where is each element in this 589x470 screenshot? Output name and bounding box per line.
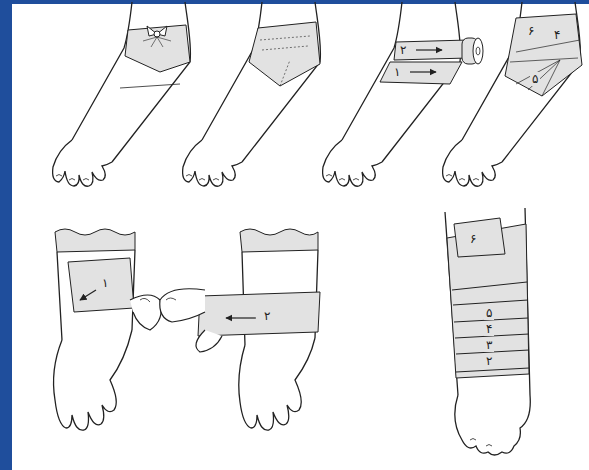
callout-number: ۵ (484, 306, 494, 320)
direction-arrow (416, 49, 442, 50)
callout-number: ۶ (526, 24, 536, 38)
callout-number: ۵ (530, 72, 540, 86)
callout-number: ۴ (552, 28, 562, 42)
wrist-figure (160, 229, 320, 430)
wrist-figure (54, 229, 162, 430)
callout-number: ۲ (484, 354, 494, 368)
callout-number: ۱ (100, 276, 110, 290)
callout-number: ۲ (398, 43, 408, 57)
callout-number: ۶ (468, 232, 478, 246)
callout-number: ۳ (484, 338, 494, 352)
slide-ground (12, 4, 589, 470)
direction-arrow (410, 71, 436, 72)
direction-arrow (226, 317, 256, 318)
forearm-figure (445, 208, 530, 455)
arm-figure (183, 2, 321, 186)
callout-number: ۴ (484, 322, 494, 336)
callout-number: ۱ (392, 65, 402, 79)
arm-figure (443, 2, 582, 186)
arm-figure (53, 2, 191, 186)
callout-number: ۲ (262, 309, 272, 323)
direction-arrow (80, 290, 96, 300)
